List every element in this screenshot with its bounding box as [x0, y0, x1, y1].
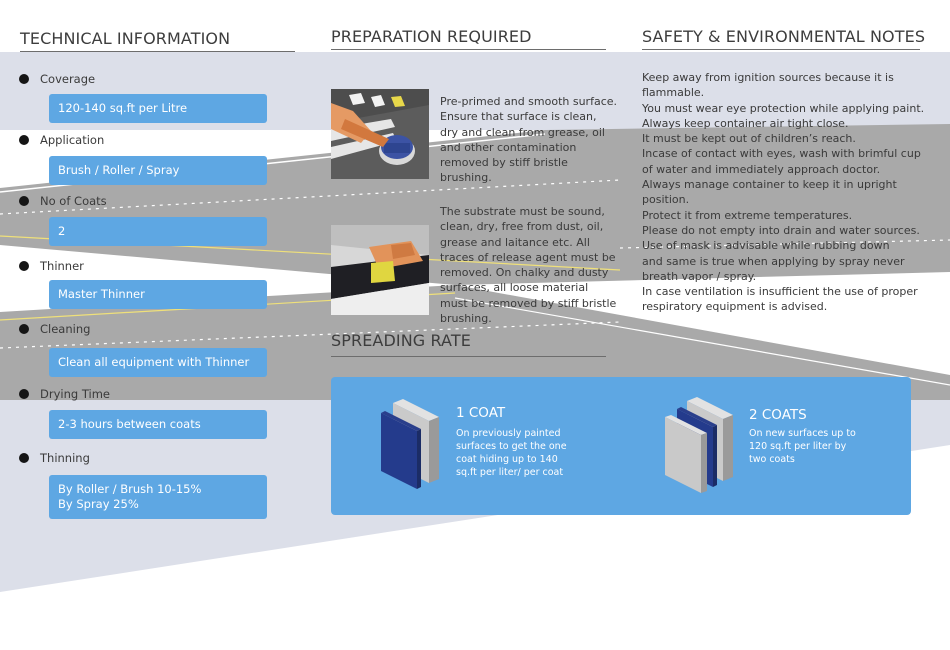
- safety-line: Incase of contact with eyes, wash with b…: [642, 147, 921, 161]
- spreading-title-rule: [331, 356, 606, 357]
- spreading-title: SPREADING RATE: [331, 331, 471, 350]
- two-coats-heading: 2 COATS: [749, 407, 807, 423]
- safety-line: Protect it from extreme temperatures.: [642, 208, 853, 222]
- two-coats-icon: [665, 397, 733, 493]
- one-coat-heading: 1 COAT: [456, 405, 506, 421]
- safety-line: respiratory equipment is advised.: [642, 300, 828, 314]
- safety-line: Always manage container to keep it in up…: [642, 178, 897, 192]
- painting-road-image: [331, 89, 429, 179]
- bullet-icon: [19, 196, 29, 206]
- preparation-text-2: The substrate must be sound, clean, dry,…: [440, 205, 617, 326]
- tech-label: Drying Time: [40, 387, 110, 401]
- safety-line: position.: [642, 193, 690, 207]
- bullet-icon: [19, 453, 29, 463]
- one-coat-description: On previously painted surfaces to get th…: [456, 427, 567, 479]
- two-coats-description: On new surfaces up to 120 sq.ft per lite…: [749, 427, 856, 466]
- one-coat-line: surfaces to get the one: [456, 441, 567, 452]
- tech-label: Thinner: [40, 259, 84, 273]
- safety-line: breath vapor / spray.: [642, 269, 757, 283]
- bullet-icon: [19, 135, 29, 145]
- two-coats-line: two coats: [749, 454, 795, 465]
- safety-line: It must be kept out of children’s reach.: [642, 132, 856, 146]
- safety-line: of water and immediately approach doctor…: [642, 162, 881, 176]
- safety-title: SAFETY & ENVIRONMENTAL NOTES: [642, 27, 926, 46]
- tech-value: 2: [49, 217, 267, 246]
- tech-value: Clean all equipment with Thinner: [49, 348, 267, 377]
- safety-line: flammable.: [642, 86, 705, 100]
- tech-value: 2-3 hours between coats: [49, 410, 267, 439]
- safety-line: and same is true when applying by spray …: [642, 254, 905, 268]
- spreading-rate-panel: 1 COAT On previously painted surfaces to…: [331, 377, 911, 515]
- bullet-icon: [19, 74, 29, 84]
- safety-line: Keep away from ignition sources because …: [642, 71, 894, 84]
- tech-label: Coverage: [40, 72, 96, 86]
- bullet-icon: [19, 324, 29, 334]
- tech-value-line: By Spray 25%: [58, 497, 139, 511]
- tech-value: Brush / Roller / Spray: [49, 156, 267, 185]
- preparation-text-1: Pre-primed and smooth surface. Ensure th…: [440, 95, 618, 185]
- preparation-title-rule: [331, 49, 606, 50]
- technical-title: TECHNICAL INFORMATION: [20, 29, 231, 48]
- tech-value: By Roller / Brush 10-15% By Spray 25%: [49, 475, 267, 519]
- sanding-curb-image: [331, 225, 429, 315]
- one-coat-line: sq.ft per liter/ per coat: [456, 467, 564, 478]
- tech-label: Thinning: [40, 451, 90, 465]
- bullet-icon: [19, 389, 29, 399]
- bullet-icon: [19, 261, 29, 271]
- road-edge-line-2: [454, 297, 950, 386]
- safety-notes-list: Keep away from ignition sources because …: [642, 70, 928, 315]
- tech-label: No of Coats: [40, 194, 107, 208]
- safety-title-rule: [642, 49, 920, 50]
- tech-label: Application: [40, 133, 105, 147]
- safety-line: You must wear eye protection while apply…: [642, 101, 925, 115]
- safety-line: Please do not empty into drain and water…: [642, 223, 920, 237]
- safety-line: In case ventilation is insufficient the …: [642, 285, 918, 299]
- two-coats-line: On new surfaces up to: [749, 428, 856, 439]
- tech-value: Master Thinner: [49, 280, 267, 309]
- safety-line: Use of mask is advisable while rubbing d…: [642, 239, 890, 253]
- one-coat-line: coat hiding up to 140: [456, 454, 558, 465]
- tech-value-line: By Roller / Brush 10-15%: [58, 482, 202, 496]
- preparation-title: PREPARATION REQUIRED: [331, 27, 532, 46]
- one-coat-icon: [381, 399, 439, 489]
- tech-label: Cleaning: [40, 322, 91, 336]
- two-coats-line: 120 sq.ft per liter by: [749, 441, 847, 452]
- tech-value: 120-140 sq.ft per Litre: [49, 94, 267, 123]
- safety-line: Always keep container air tight close.: [642, 116, 849, 130]
- technical-title-rule: [20, 51, 295, 52]
- one-coat-line: On previously painted: [456, 428, 561, 439]
